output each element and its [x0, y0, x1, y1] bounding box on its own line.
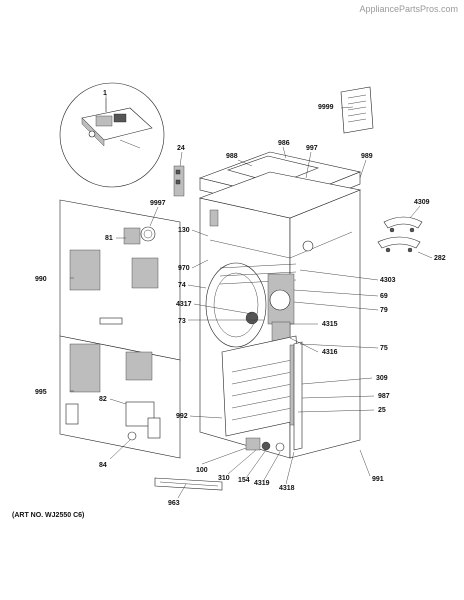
callout-4309: 4309 [414, 199, 430, 206]
side-rail [293, 341, 303, 451]
upper-front-panel [59, 199, 181, 361]
brackets-4309-282 [377, 216, 423, 253]
callout-4316: 4316 [322, 349, 338, 356]
lower-front-panel [59, 335, 181, 459]
callout-25: 25 [378, 407, 386, 414]
callout-4303: 4303 [380, 277, 396, 284]
art-number: (ART NO. WJ2550 C6) [12, 512, 85, 519]
callout-986: 986 [278, 140, 290, 147]
callout-991: 991 [372, 476, 384, 483]
callout-9997: 9997 [150, 200, 166, 207]
callout-69: 69 [380, 293, 388, 300]
callout-100: 100 [196, 467, 208, 474]
callout-995: 995 [35, 389, 47, 396]
callout-970: 970 [178, 265, 190, 272]
callout-310: 310 [218, 475, 230, 482]
callout-989: 989 [361, 153, 373, 160]
blower-housing [205, 262, 297, 348]
callout-4317: 4317 [176, 301, 192, 308]
callout-84: 84 [99, 462, 107, 469]
detail-circle-control-board [59, 82, 165, 188]
callout-24: 24 [177, 145, 185, 152]
callout-75: 75 [380, 345, 388, 352]
callout-4319: 4319 [254, 480, 270, 487]
callout-82: 82 [99, 396, 107, 403]
callout-282: 282 [434, 255, 446, 262]
callout-987: 987 [378, 393, 390, 400]
callout-963: 963 [168, 500, 180, 507]
duct-963 [154, 477, 223, 491]
callout-990: 990 [35, 276, 47, 283]
callout-4318: 4318 [279, 485, 295, 492]
callout-9999: 9999 [318, 104, 334, 111]
watermark-text: AppliancePartsPros.com [359, 4, 458, 14]
callout-992: 992 [176, 413, 188, 420]
callout-130: 130 [178, 227, 190, 234]
leader-lines [70, 98, 433, 499]
callout-74: 74 [178, 282, 186, 289]
callout-1: 1 [103, 90, 107, 97]
callout-labels: 1 24 988 986 997 989 9999 4309 282 9997 … [35, 90, 446, 507]
callout-4315: 4315 [322, 321, 338, 328]
callout-154: 154 [238, 477, 250, 484]
callout-79: 79 [380, 307, 388, 314]
callout-73: 73 [178, 318, 186, 325]
plate-24 [173, 165, 185, 197]
callout-997: 997 [306, 145, 318, 152]
callout-988: 988 [226, 153, 238, 160]
label-card-9999 [340, 86, 374, 134]
callout-309: 309 [376, 375, 388, 382]
callout-81: 81 [105, 235, 113, 242]
